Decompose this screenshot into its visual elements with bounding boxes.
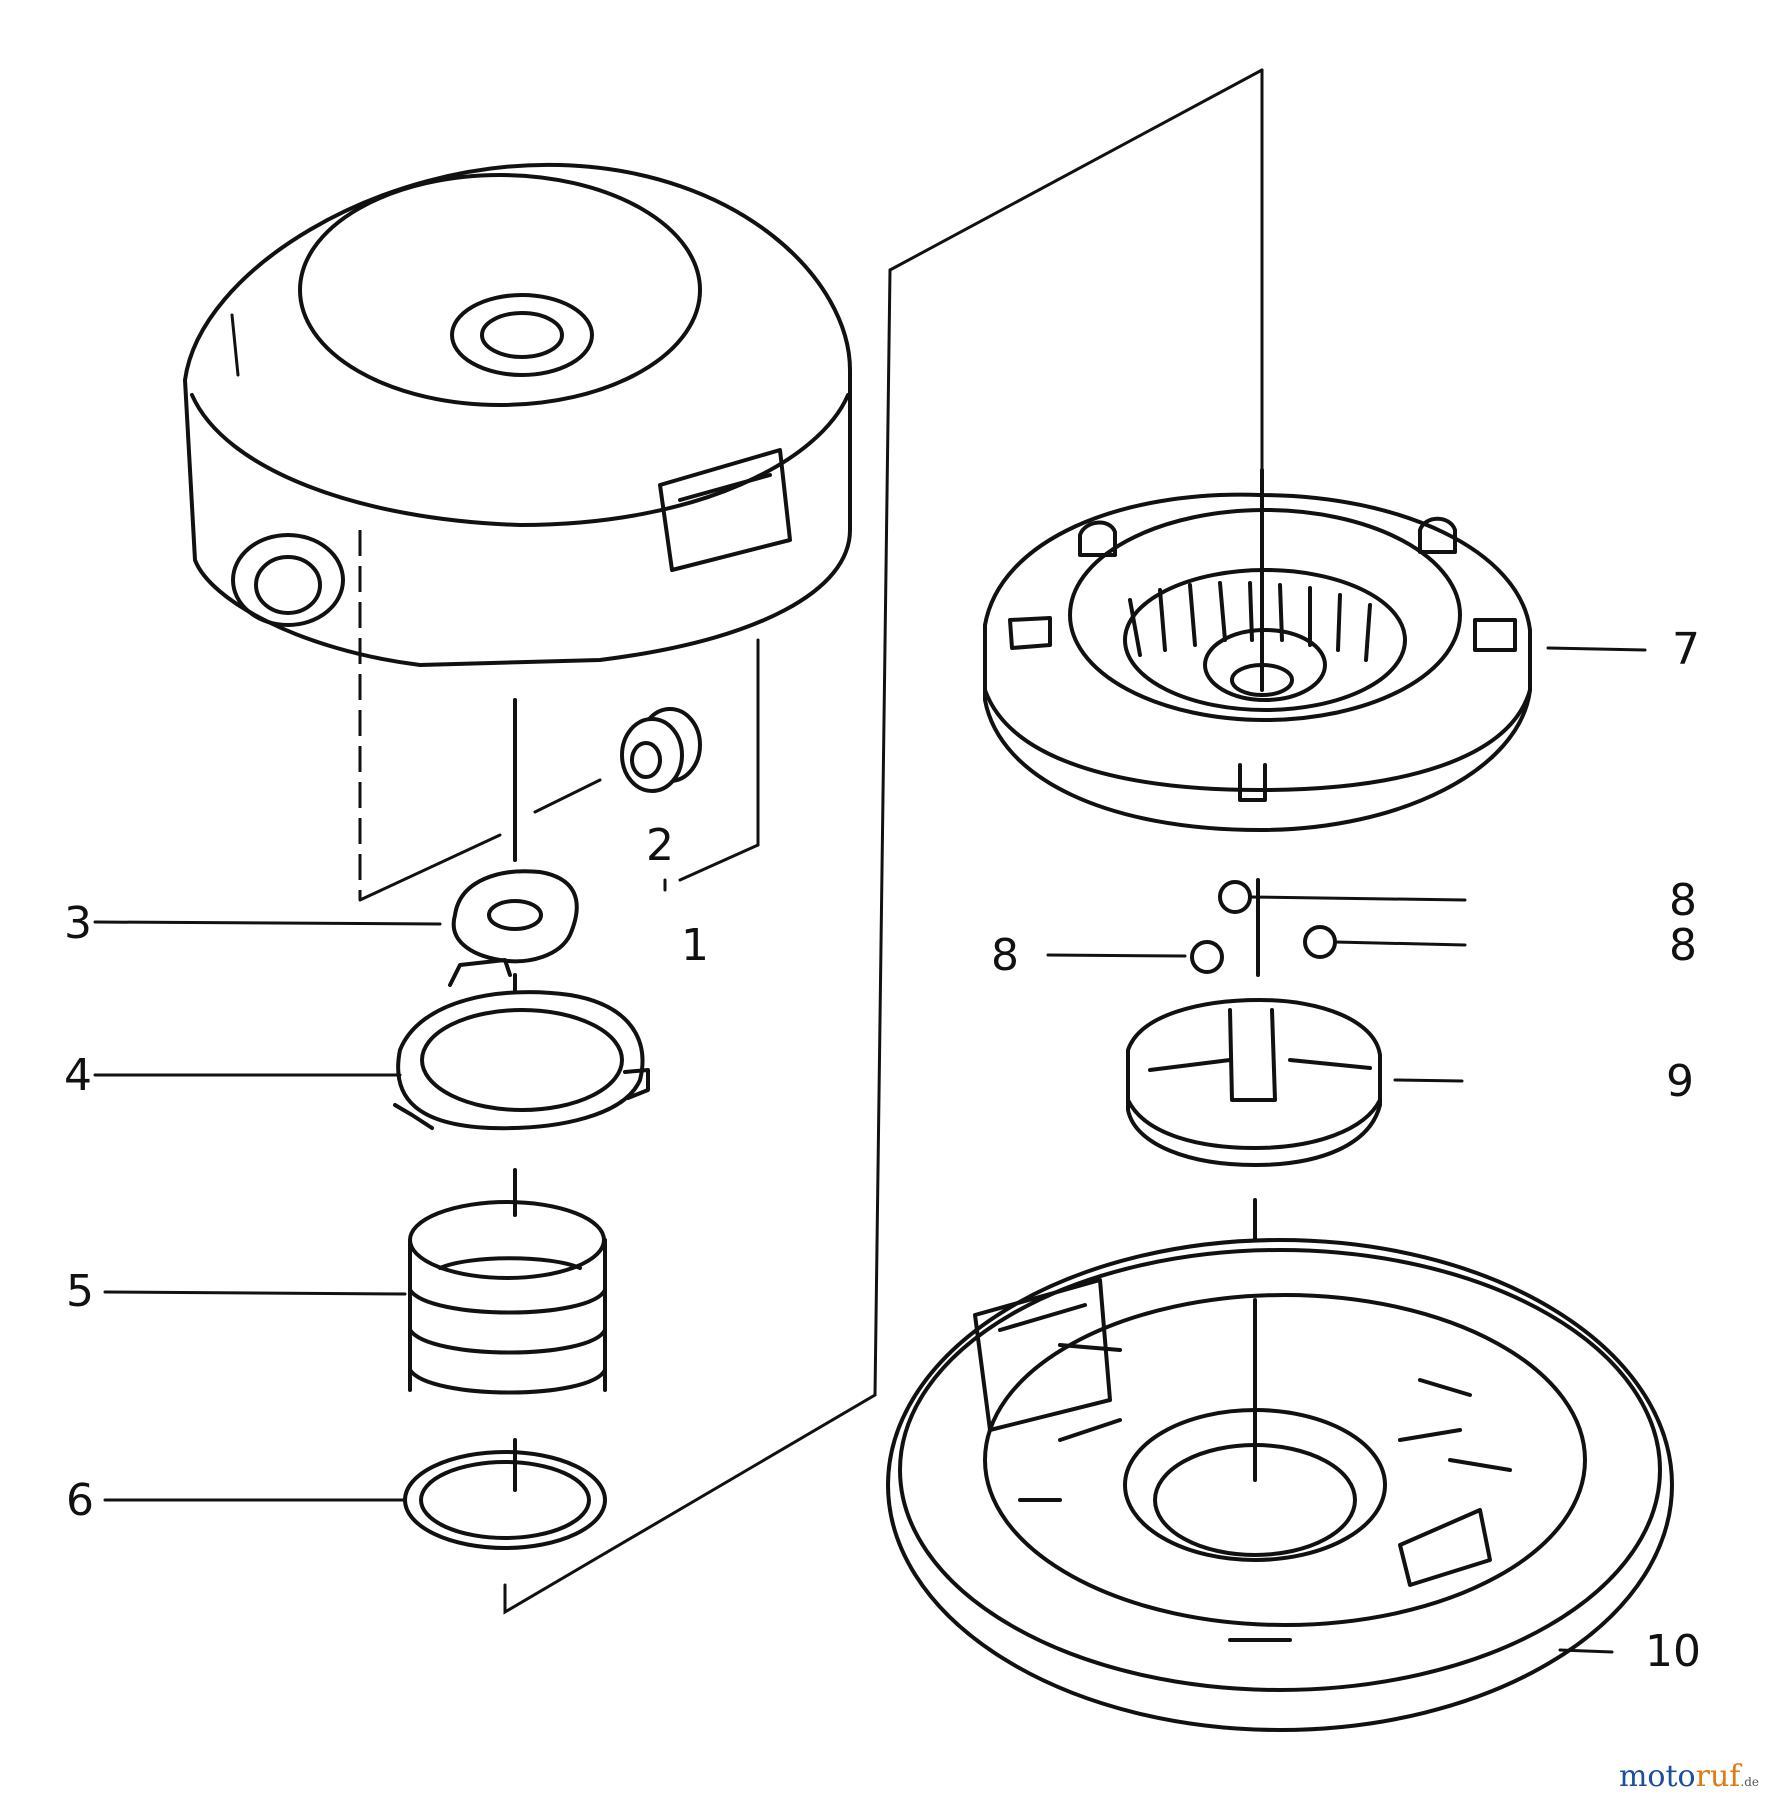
callout-10: 10	[1645, 1626, 1701, 1677]
callout-2: 2	[646, 820, 674, 871]
callout-9: 9	[1666, 1056, 1694, 1107]
part-9-cam	[1126, 998, 1464, 1167]
callout-8-right: 8	[1669, 920, 1697, 971]
watermark-logo: motoruf.de	[1619, 1759, 1759, 1794]
part-10-base	[886, 1238, 1674, 1732]
watermark-tld: .de	[1740, 1775, 1759, 1789]
callout-1: 1	[681, 920, 709, 971]
part-3-washer	[451, 869, 579, 964]
part-8-balls	[1046, 878, 1467, 977]
callout-3: 3	[64, 898, 92, 949]
part-4-ring	[393, 958, 650, 1131]
callout-8-left: 8	[991, 930, 1019, 981]
callout-8-top: 8	[1669, 875, 1697, 926]
part-5-spring	[408, 1200, 607, 1395]
watermark-part2: ruf	[1695, 1759, 1741, 1794]
callout-6: 6	[66, 1475, 94, 1526]
part-2-eyelet	[533, 707, 702, 814]
part-1-housing	[183, 162, 852, 667]
callout-5: 5	[66, 1266, 94, 1317]
left-leaders	[93, 920, 442, 1502]
part-7-spool	[983, 492, 1647, 832]
part-6-oring	[403, 1450, 607, 1550]
callout-7: 7	[1672, 624, 1700, 675]
watermark-part1: moto	[1618, 1759, 1696, 1794]
callout-labels: 1 2 3 4 5 6 7 8 8 8 9 10	[64, 624, 1701, 1677]
part-1-brackets	[358, 530, 760, 902]
callout-4: 4	[64, 1050, 92, 1101]
